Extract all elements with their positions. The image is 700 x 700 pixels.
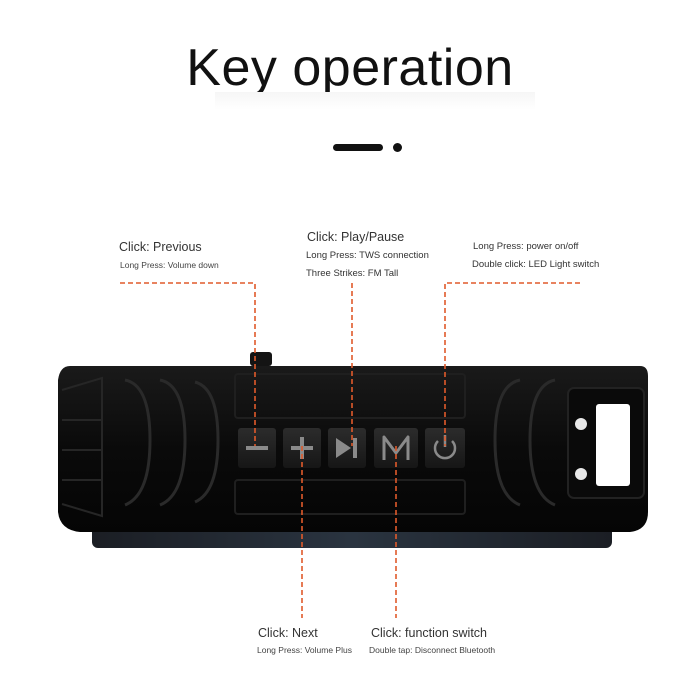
play-longpress-label: Long Press: TWS connection (306, 250, 429, 261)
play-triple-label: Three Strikes: FM Tall (306, 268, 399, 279)
page-title: Key operation (186, 39, 514, 97)
top-panel (234, 373, 466, 419)
play-pause-button[interactable] (328, 428, 366, 468)
play-icon (336, 438, 351, 458)
bottom-panel (234, 479, 466, 515)
screw-top (575, 418, 587, 430)
power-doubleclick-label: Double click: LED Light switch (472, 259, 600, 270)
left-end-cap (61, 376, 103, 518)
title-reflection (215, 92, 535, 110)
function-click-label: Click: function switch (371, 626, 488, 640)
next-longpress-label: Long Press: Volume Plus (257, 645, 352, 655)
divider-dot (393, 143, 402, 152)
next-click-label: Click: Next (258, 626, 318, 640)
power-longpress-label: Long Press: power on/off (473, 241, 579, 252)
mode-m-icon (382, 435, 410, 460)
pause-bar-icon (353, 438, 357, 458)
power-icon (433, 440, 457, 460)
leader-lines (120, 282, 580, 618)
previous-longpress-label: Long Press: Volume down (120, 260, 219, 270)
left-arches (124, 378, 220, 507)
previous-click-label: Click: Previous (119, 240, 202, 254)
screw-bottom (575, 468, 587, 480)
function-doubletap-label: Double tap: Disconnect Bluetooth (369, 645, 496, 655)
play-click-label: Click: Play/Pause (307, 230, 405, 244)
divider-dash (333, 144, 383, 151)
top-notch (250, 352, 272, 366)
strap-mount (567, 387, 645, 499)
power-button[interactable] (425, 428, 465, 468)
right-arches (493, 378, 556, 507)
minus-button[interactable] (238, 428, 276, 468)
